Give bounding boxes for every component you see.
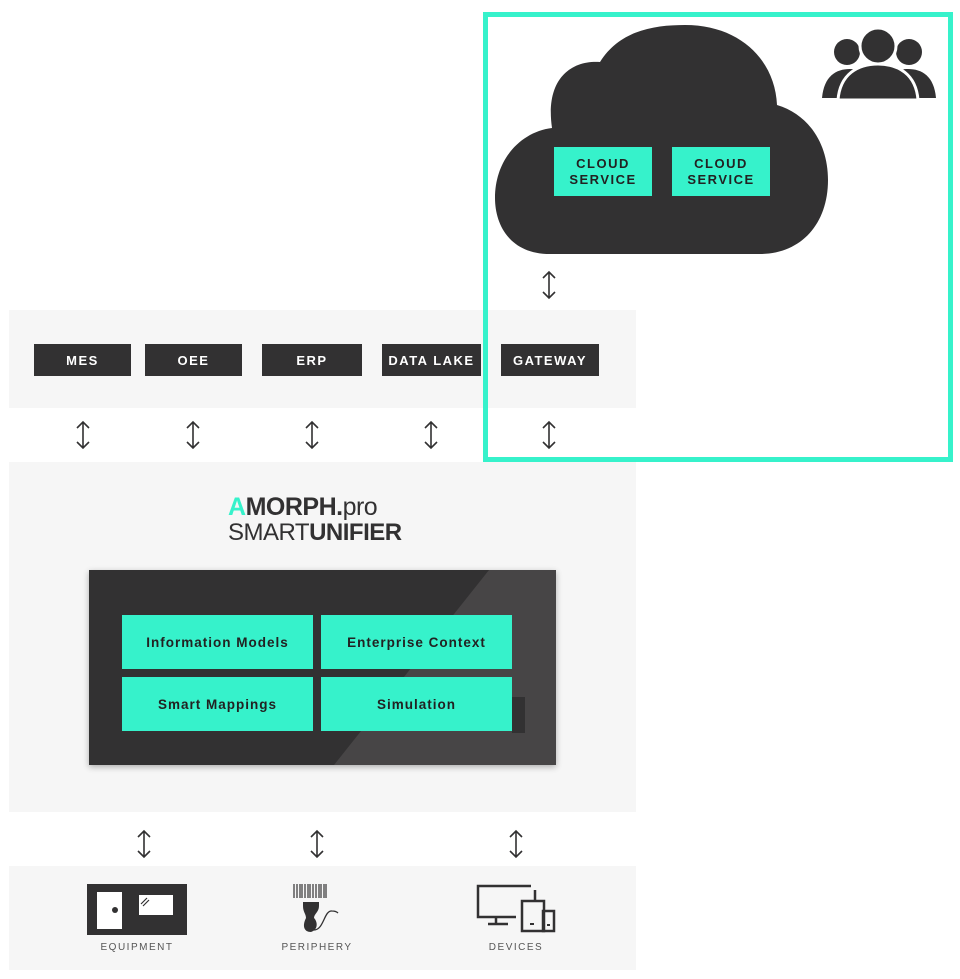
cloud-service-label: CLOUD SERVICE	[569, 155, 637, 187]
erp-box[interactable]: ERP	[262, 344, 362, 376]
cloud-service-1[interactable]: CLOUD SERVICE	[554, 147, 652, 196]
logo-product-bold: UNIFIER	[309, 519, 402, 546]
bidirectional-arrow-icon	[137, 830, 151, 858]
bidirectional-arrow-icon	[305, 421, 319, 449]
module-enterprise-context[interactable]: Enterprise Context	[321, 615, 512, 669]
module-shadow	[512, 697, 525, 733]
devices-label: DEVICES	[488, 942, 544, 953]
bidirectional-arrow-icon	[542, 421, 556, 449]
periphery-label: PERIPHERY	[281, 942, 353, 953]
bidirectional-arrow-icon	[424, 421, 438, 449]
barcode-scanner-icon	[293, 884, 339, 932]
module-information-models[interactable]: Information Models	[122, 615, 313, 669]
devices-icon	[476, 884, 556, 933]
amorph-logo: AMORPH.pro SMARTUNIFIER	[228, 494, 428, 546]
logo-a-mark: A	[228, 493, 246, 521]
bidirectional-arrow-icon	[186, 421, 200, 449]
logo-brand-suffix: pro	[342, 493, 378, 521]
data-lake-box[interactable]: DATA LAKE	[382, 344, 481, 376]
bidirectional-arrow-icon	[310, 830, 324, 858]
cloud-service-2[interactable]: CLOUD SERVICE	[672, 147, 770, 196]
cloud-icon	[495, 25, 828, 254]
mes-box[interactable]: MES	[34, 344, 131, 376]
module-simulation[interactable]: Simulation	[321, 677, 512, 731]
equipment-icon	[87, 884, 187, 935]
equipment-label: EQUIPMENT	[100, 942, 174, 953]
cloud-service-label: CLOUD SERVICE	[687, 155, 755, 187]
bidirectional-arrow-icon	[542, 271, 556, 299]
bidirectional-arrow-icon	[509, 830, 523, 858]
bidirectional-arrow-icon	[76, 421, 90, 449]
logo-brand: MORPH.	[245, 493, 344, 521]
module-smart-mappings[interactable]: Smart Mappings	[122, 677, 313, 731]
users-icon	[822, 26, 936, 102]
gateway-box[interactable]: GATEWAY	[501, 344, 599, 376]
cloud-highlight-frame	[483, 12, 953, 462]
oee-box[interactable]: OEE	[145, 344, 242, 376]
logo-product-light: SMART	[228, 519, 310, 546]
